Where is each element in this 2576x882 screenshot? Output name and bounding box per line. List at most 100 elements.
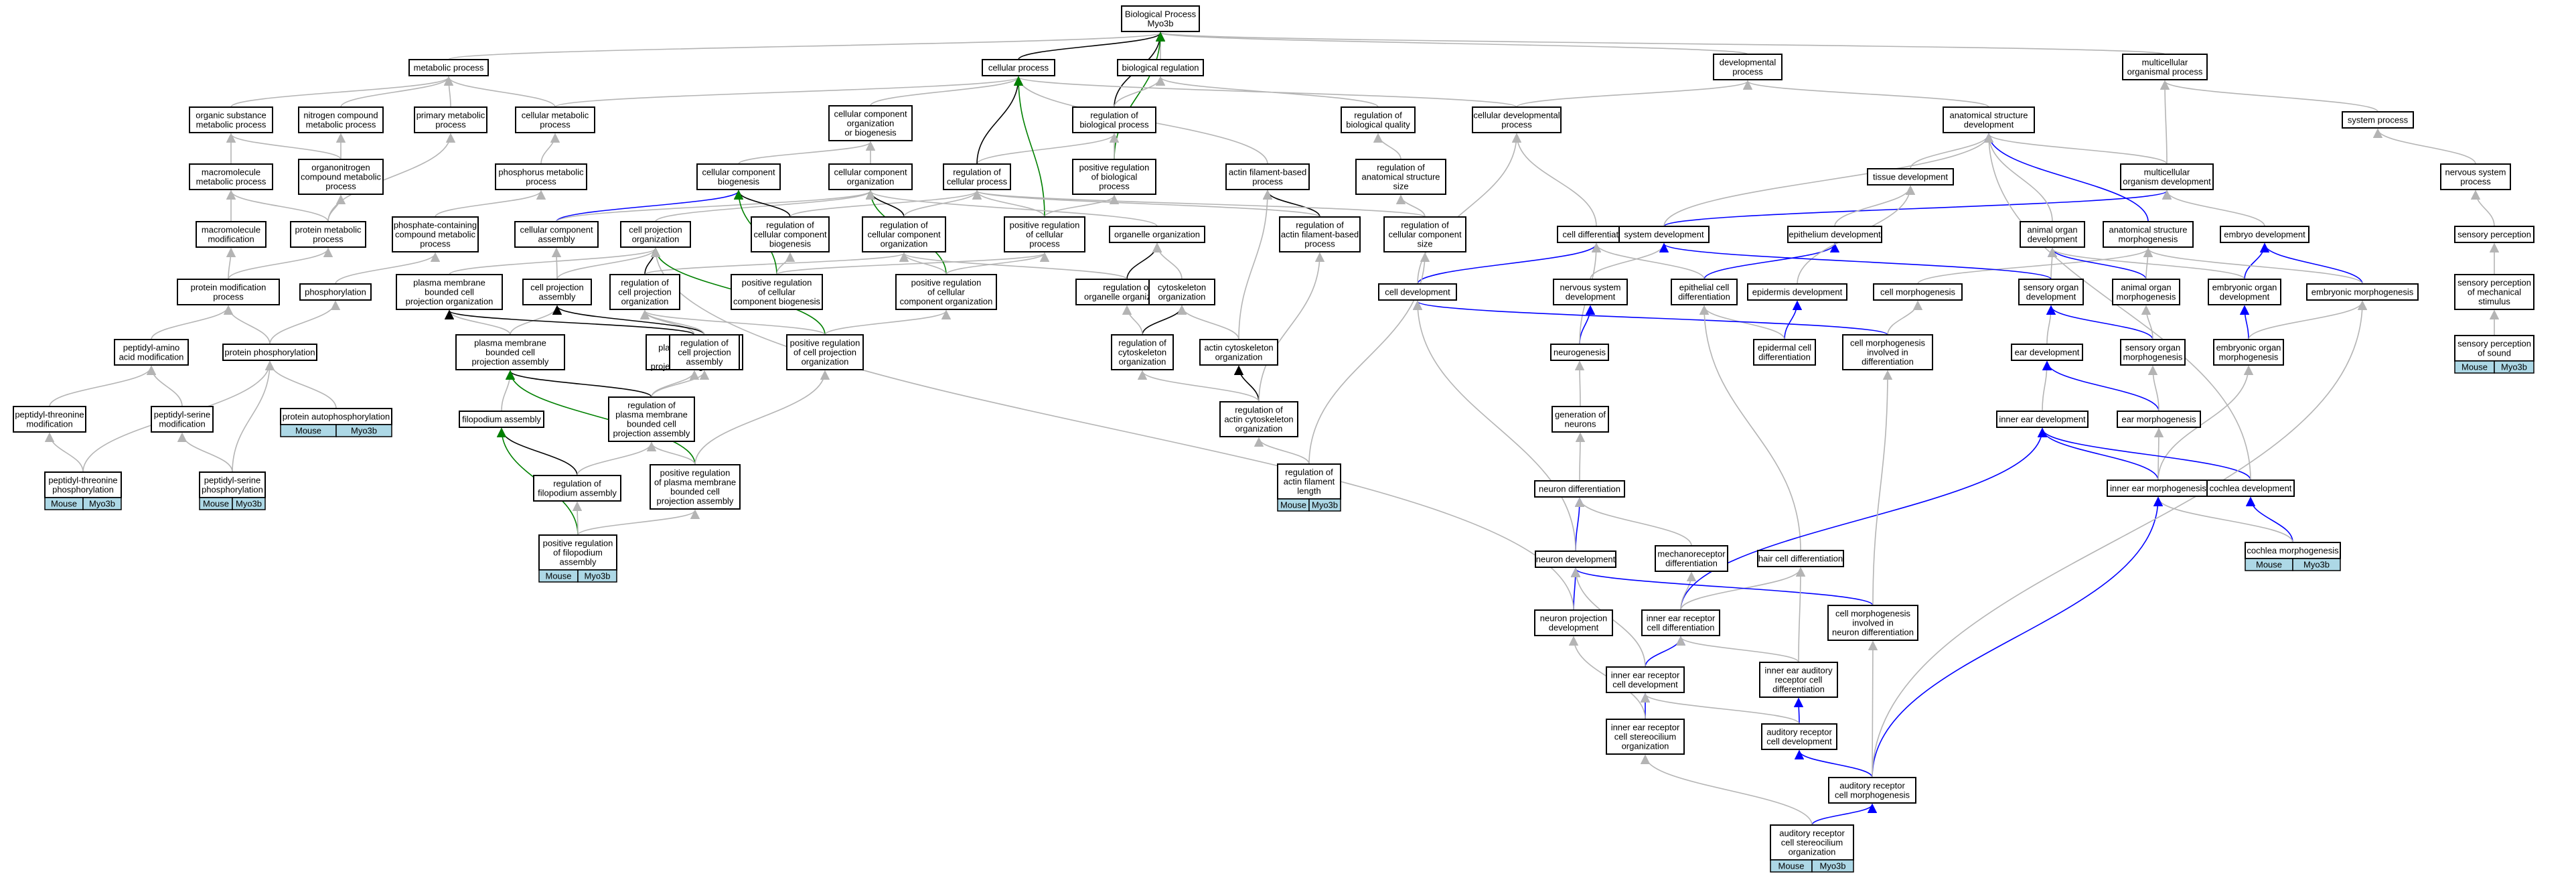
go-term-node[interactable]: sensory perception [2454,226,2534,243]
go-term-node[interactable]: hair cell differentiation [1757,550,1844,567]
go-term-node[interactable]: cellular process [982,59,1055,76]
go-term-node[interactable]: organelle organization [1109,226,1205,243]
go-term-node[interactable]: protein phosphorylation [222,344,317,361]
go-term-node[interactable]: system process [2342,111,2414,129]
go-term-node[interactable]: neurogenesis [1550,344,1609,361]
go-term-node[interactable]: phosphorylation [299,283,372,301]
go-term-node[interactable]: embryonic morphogenesis [2306,283,2419,301]
go-term-node[interactable]: neuron development [1535,550,1616,568]
go-term-node[interactable]: epidermis development [1747,283,1847,301]
go-term-node[interactable]: inner ear morphogenesis [2107,480,2210,497]
go-term-node[interactable]: biological regulation [1117,59,1204,76]
go-term-node[interactable]: metabolic process [408,59,489,76]
go-term-node[interactable]: tissue development [1867,168,1954,186]
go-term-node[interactable]: ear morphogenesis [2117,411,2201,428]
go-term-node[interactable]: filopodium assembly [459,411,544,428]
go-term-node[interactable]: cochlea development [2206,480,2295,497]
go-term-node[interactable]: epithelium development [1787,226,1882,243]
go-term-node[interactable]: ear development [2011,344,2083,361]
go-term-node[interactable]: cell development [1378,283,1457,301]
go-term-node[interactable]: inner ear development [1996,411,2089,428]
go-term-node[interactable]: system development [1618,226,1710,243]
go-term-node[interactable]: embryo development [2220,226,2309,243]
go-term-node[interactable]: neuron differentiation [1534,480,1625,498]
